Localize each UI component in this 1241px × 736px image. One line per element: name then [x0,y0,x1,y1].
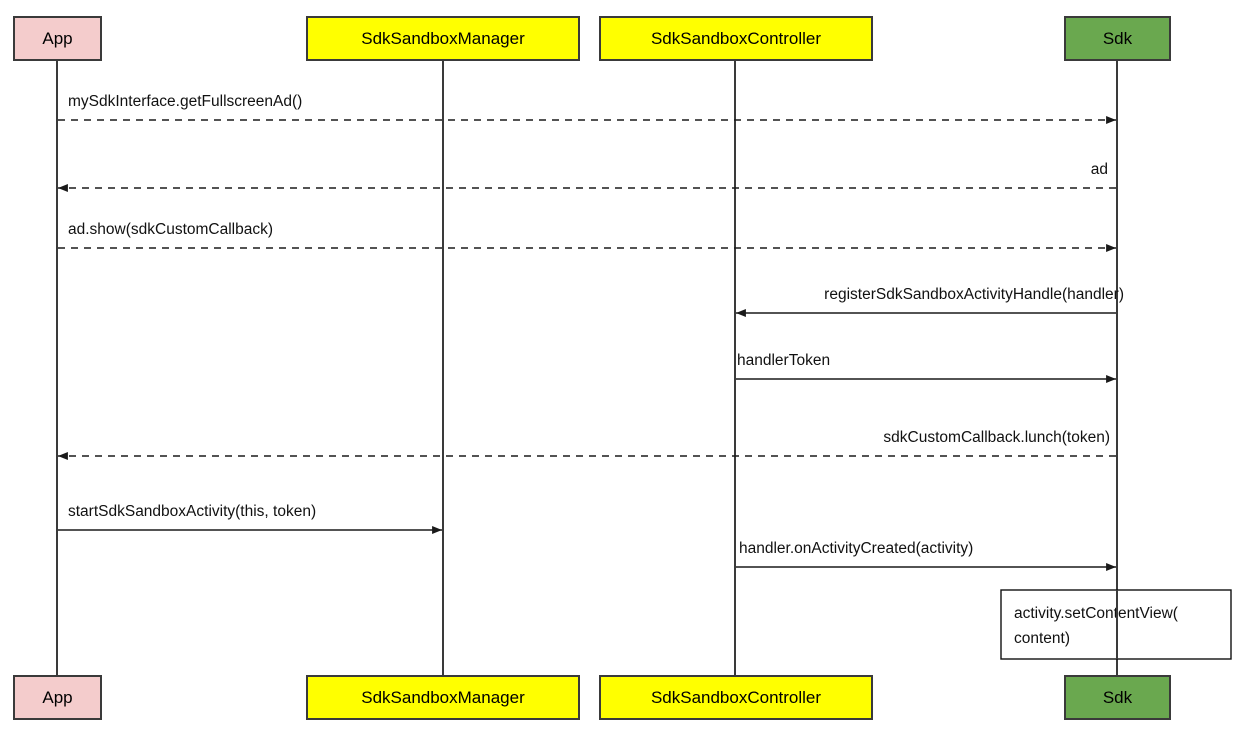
message-label: mySdkInterface.getFullscreenAd() [68,93,302,110]
participant-foot-sdk[interactable]: Sdk [1064,675,1171,720]
participant-box[interactable] [306,16,580,61]
participant-head-controller[interactable]: SdkSandboxController [599,16,873,61]
participant-label: SdkSandboxManager [361,29,525,48]
participant-foot-controller[interactable]: SdkSandboxController [599,675,873,720]
note-text-line: activity.setContentView( [1014,605,1179,622]
participant-head-sdk[interactable]: Sdk [1064,16,1171,61]
participant-label: App [42,688,72,707]
message-label: ad [1091,161,1108,178]
message-label: ad.show(sdkCustomCallback) [68,221,273,238]
message-label: sdkCustomCallback.lunch(token) [883,429,1110,446]
participant-label: App [42,29,72,48]
messages-layer: mySdkInterface.getFullscreenAd() ad ad.sho… [58,93,1124,571]
participant-label: Sdk [1103,688,1133,707]
participant-box[interactable] [13,675,102,720]
participant-box[interactable] [599,16,873,61]
lifelines-layer [56,60,1118,676]
message-label: handler.onActivityCreated(activity) [739,540,973,557]
message-5: handlerToken [736,352,1116,383]
message-6: sdkCustomCallback.lunch(token) [58,429,1116,460]
message-7: startSdkSandboxActivity(this, token) [58,503,442,534]
participant-box[interactable] [599,675,873,720]
note-text-line: content) [1014,630,1070,647]
notes-layer: activity.setContentView( content) [1000,589,1232,660]
participant-box[interactable] [1064,675,1171,720]
participants-layer: AppAppSdkSandboxManagerSdkSandboxManager… [13,16,1171,720]
message-label: startSdkSandboxActivity(this, token) [68,503,316,520]
participant-head-manager[interactable]: SdkSandboxManager [306,16,580,61]
message-2: ad [58,161,1116,192]
participant-label: Sdk [1103,29,1133,48]
participant-foot-app[interactable]: App [13,675,102,720]
message-label: handlerToken [737,352,830,369]
participant-box[interactable] [306,675,580,720]
message-8: handler.onActivityCreated(activity) [736,540,1116,571]
message-label: registerSdkSandboxActivityHandle(handler… [824,286,1124,303]
message-3: ad.show(sdkCustomCallback) [58,221,1116,252]
participant-box[interactable] [1064,16,1171,61]
participant-label: SdkSandboxController [651,688,821,707]
participant-label: SdkSandboxManager [361,688,525,707]
participant-label: SdkSandboxController [651,29,821,48]
participant-box[interactable] [13,16,102,61]
message-1: mySdkInterface.getFullscreenAd() [58,93,1116,124]
participant-foot-manager[interactable]: SdkSandboxManager [306,675,580,720]
participant-head-app[interactable]: App [13,16,102,61]
message-4: registerSdkSandboxActivityHandle(handler… [736,286,1124,317]
